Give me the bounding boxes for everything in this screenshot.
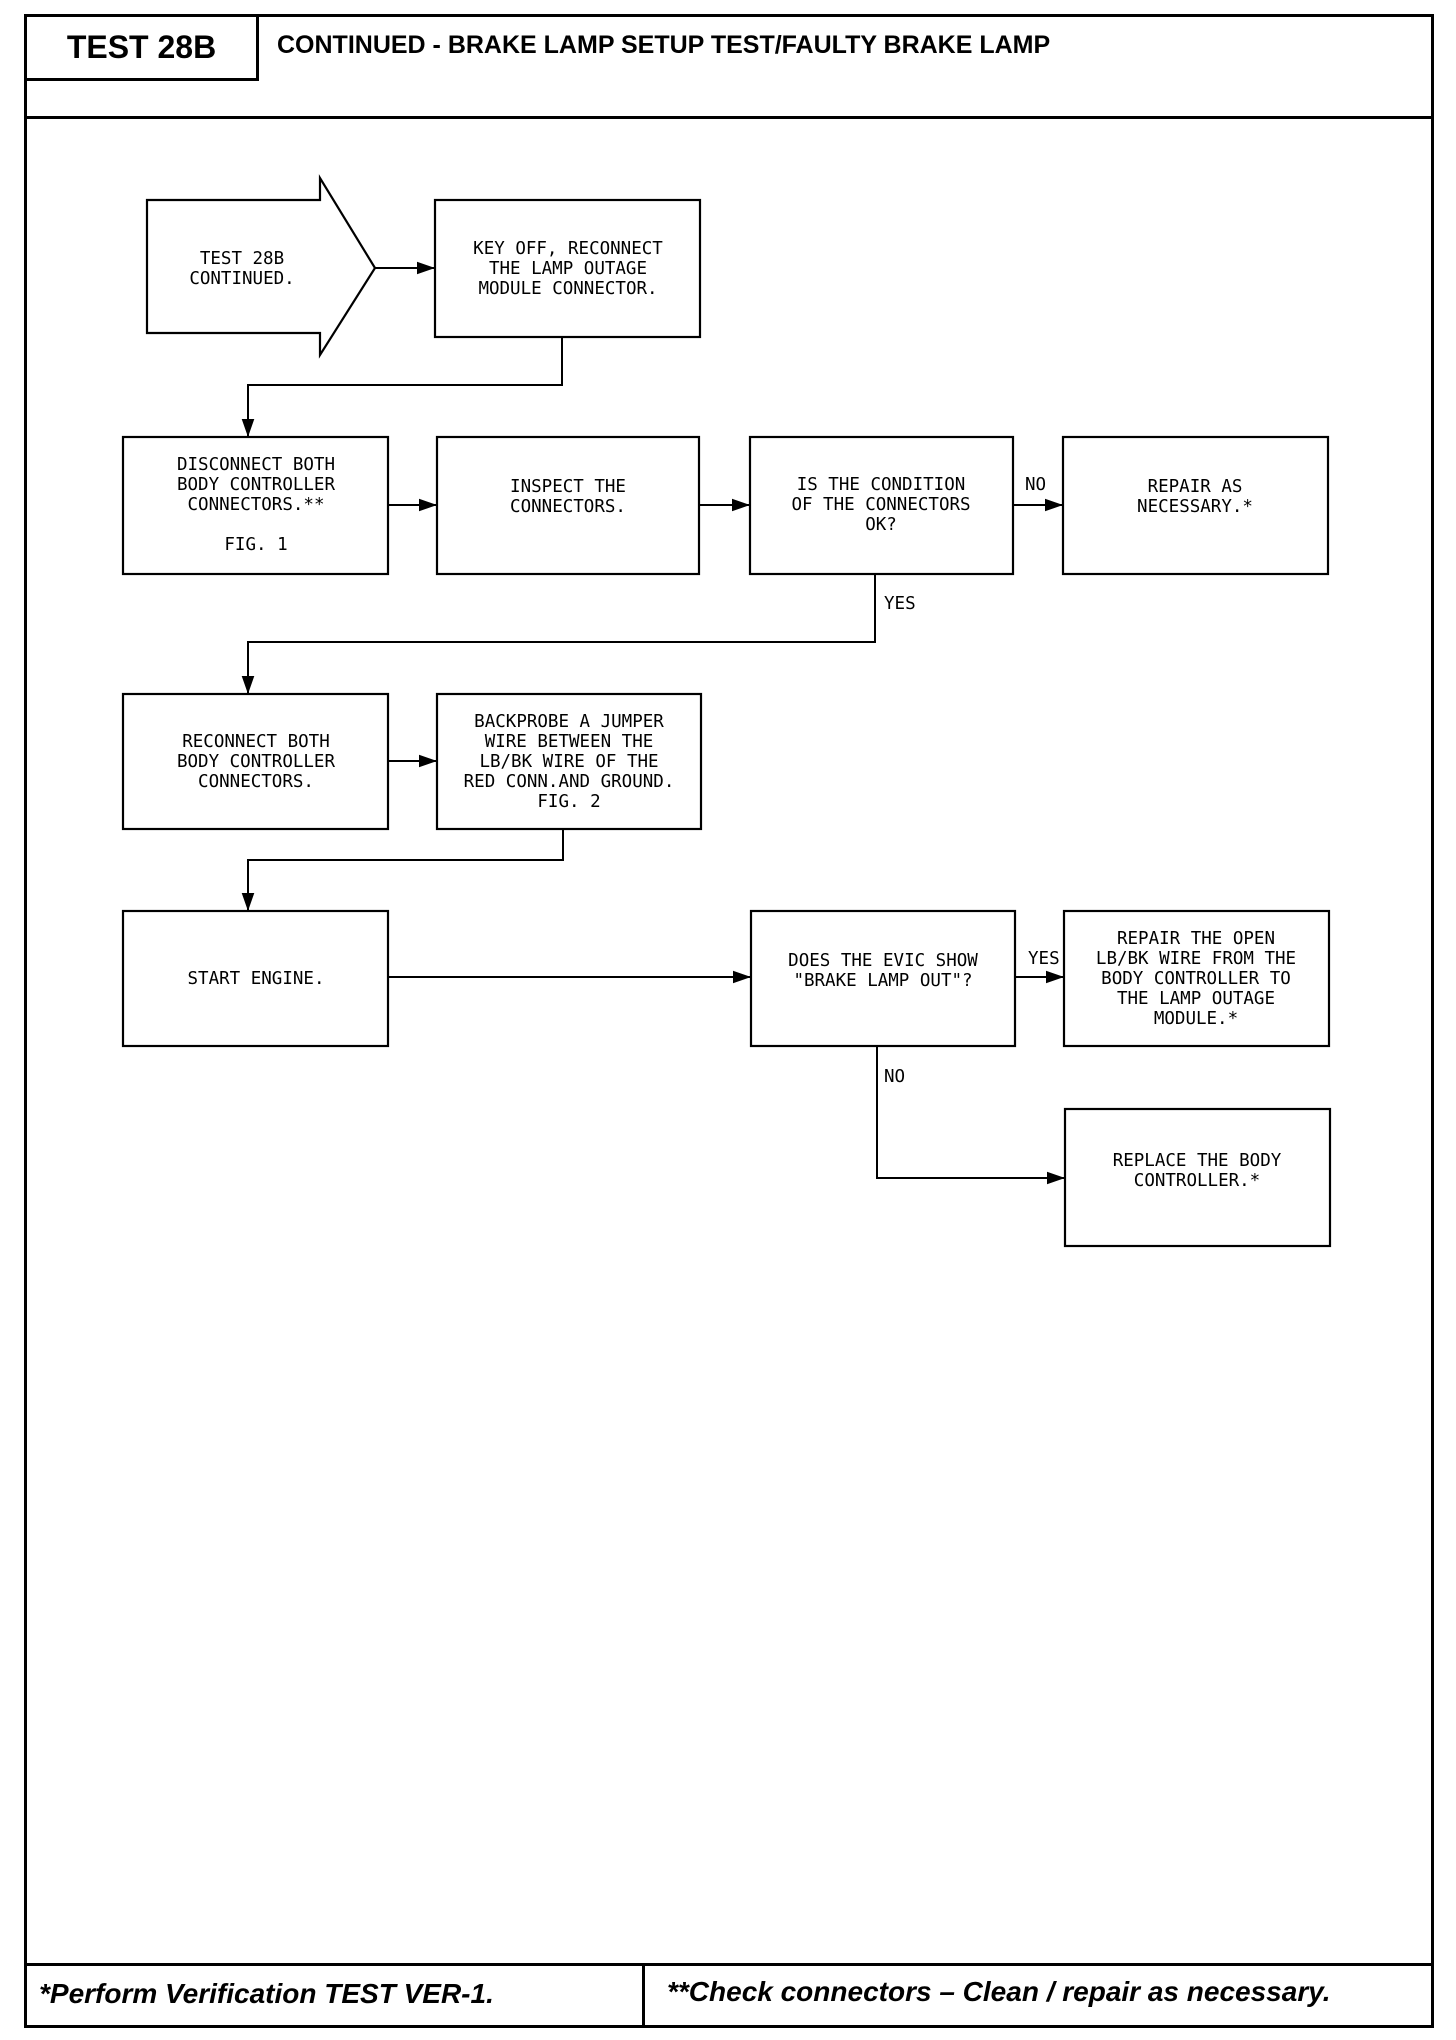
- start-arrow-text-line: TEST 28B: [200, 249, 284, 269]
- backprobe-text-line: WIRE BETWEEN THE: [485, 732, 654, 752]
- arrow-condition-to-reconnect: [241, 574, 876, 694]
- disconnect-box: [121, 435, 390, 576]
- start-engine-box: [121, 909, 390, 1048]
- evic-show-text: DOES THE EVIC SHOW"BRAKE LAMP OUT"?: [788, 951, 978, 991]
- evic-show-text-line: DOES THE EVIC SHOW: [788, 951, 978, 971]
- inspect-text-line: INSPECT THE: [510, 477, 626, 497]
- condition-ok-text-line: OF THE CONNECTORS: [791, 495, 970, 515]
- backprobe-text-line: FIG. 2: [537, 792, 600, 812]
- backprobe-text-line: RED CONN.AND GROUND.: [464, 772, 675, 792]
- disconnect-text-line: FIG. 1: [224, 535, 287, 555]
- repair-open-box: [1062, 909, 1331, 1048]
- label-yes-evic: YES: [1028, 949, 1060, 969]
- reconnect-text-line: CONNECTORS.: [198, 772, 314, 792]
- footer-divider: [642, 1966, 645, 2025]
- repair-open-text-line: THE LAMP OUTAGE: [1117, 989, 1275, 1009]
- repair-necessary-text-line: NECESSARY.*: [1137, 497, 1253, 517]
- replace-controller-text-line: CONTROLLER.*: [1134, 1171, 1260, 1191]
- backprobe-text-line: LB/BK WIRE OF THE: [479, 752, 658, 772]
- inspect-text-line: CONNECTORS.: [510, 497, 626, 517]
- start-engine-text: START ENGINE.: [188, 969, 325, 989]
- repair-necessary-box: [1061, 435, 1330, 576]
- repair-necessary-text-line: REPAIR AS: [1148, 477, 1243, 497]
- footer-verification-note: *Perform Verification TEST VER-1.: [39, 1978, 494, 2009]
- footer: *Perform Verification TEST VER-1. **Chec…: [27, 1963, 1431, 2025]
- repair-open-text-line: BODY CONTROLLER TO: [1101, 969, 1291, 989]
- reconnect-text-line: BODY CONTROLLER: [177, 752, 336, 772]
- arrow-backprobe-to-start-engine: [241, 829, 564, 911]
- start-arrow-shape: [145, 174, 377, 359]
- test-id-box: TEST 28B: [27, 17, 259, 81]
- arrow-keyoff-to-disconnect: [241, 337, 563, 437]
- arrow-evic-to-replace: [876, 1046, 1065, 1185]
- label-no-condition: NO: [1025, 475, 1046, 495]
- repair-open-text-line: REPAIR THE OPEN: [1117, 929, 1275, 949]
- backprobe-text-line: BACKPROBE A JUMPER: [474, 712, 664, 732]
- key-off-text-line: MODULE CONNECTOR.: [478, 279, 657, 299]
- replace-controller-box: [1063, 1107, 1332, 1248]
- backprobe-box: [435, 692, 703, 831]
- disconnect-text-line: DISCONNECT BOTH: [177, 455, 335, 475]
- start-arrow-text-line: CONTINUED.: [189, 269, 294, 289]
- label-yes-condition: YES: [884, 594, 916, 614]
- replace-controller-text-line: REPLACE THE BODY: [1113, 1151, 1282, 1171]
- repair-open-text-line: MODULE.*: [1154, 1009, 1238, 1029]
- footer-connector-note: **Check connectors – Clean / repair as n…: [667, 1976, 1331, 2007]
- evic-show-text-line: "BRAKE LAMP OUT"?: [793, 971, 972, 991]
- header: TEST 28B CONTINUED - BRAKE LAMP SETUP TE…: [27, 17, 1431, 119]
- disconnect-text-line: CONNECTORS.**: [188, 495, 325, 515]
- key-off-text-line: KEY OFF, RECONNECT: [473, 239, 663, 259]
- evic-show-box: [749, 909, 1017, 1048]
- start-engine-text-line: START ENGINE.: [188, 969, 325, 989]
- page-title: CONTINUED - BRAKE LAMP SETUP TEST/FAULTY…: [277, 31, 1051, 59]
- reconnect-text-line: RECONNECT BOTH: [182, 732, 330, 752]
- condition-ok-text-line: OK?: [865, 515, 897, 535]
- condition-ok-text-line: IS THE CONDITION: [797, 475, 966, 495]
- page-frame: TEST 28B CONTINUED - BRAKE LAMP SETUP TE…: [24, 14, 1434, 2028]
- label-no-evic: NO: [884, 1067, 905, 1087]
- key-off-text-line: THE LAMP OUTAGE: [489, 259, 647, 279]
- disconnect-text-line: BODY CONTROLLER: [177, 475, 336, 495]
- reconnect-box: [121, 692, 390, 831]
- key-off-box: [433, 198, 702, 339]
- repair-open-text-line: LB/BK WIRE FROM THE: [1096, 949, 1296, 969]
